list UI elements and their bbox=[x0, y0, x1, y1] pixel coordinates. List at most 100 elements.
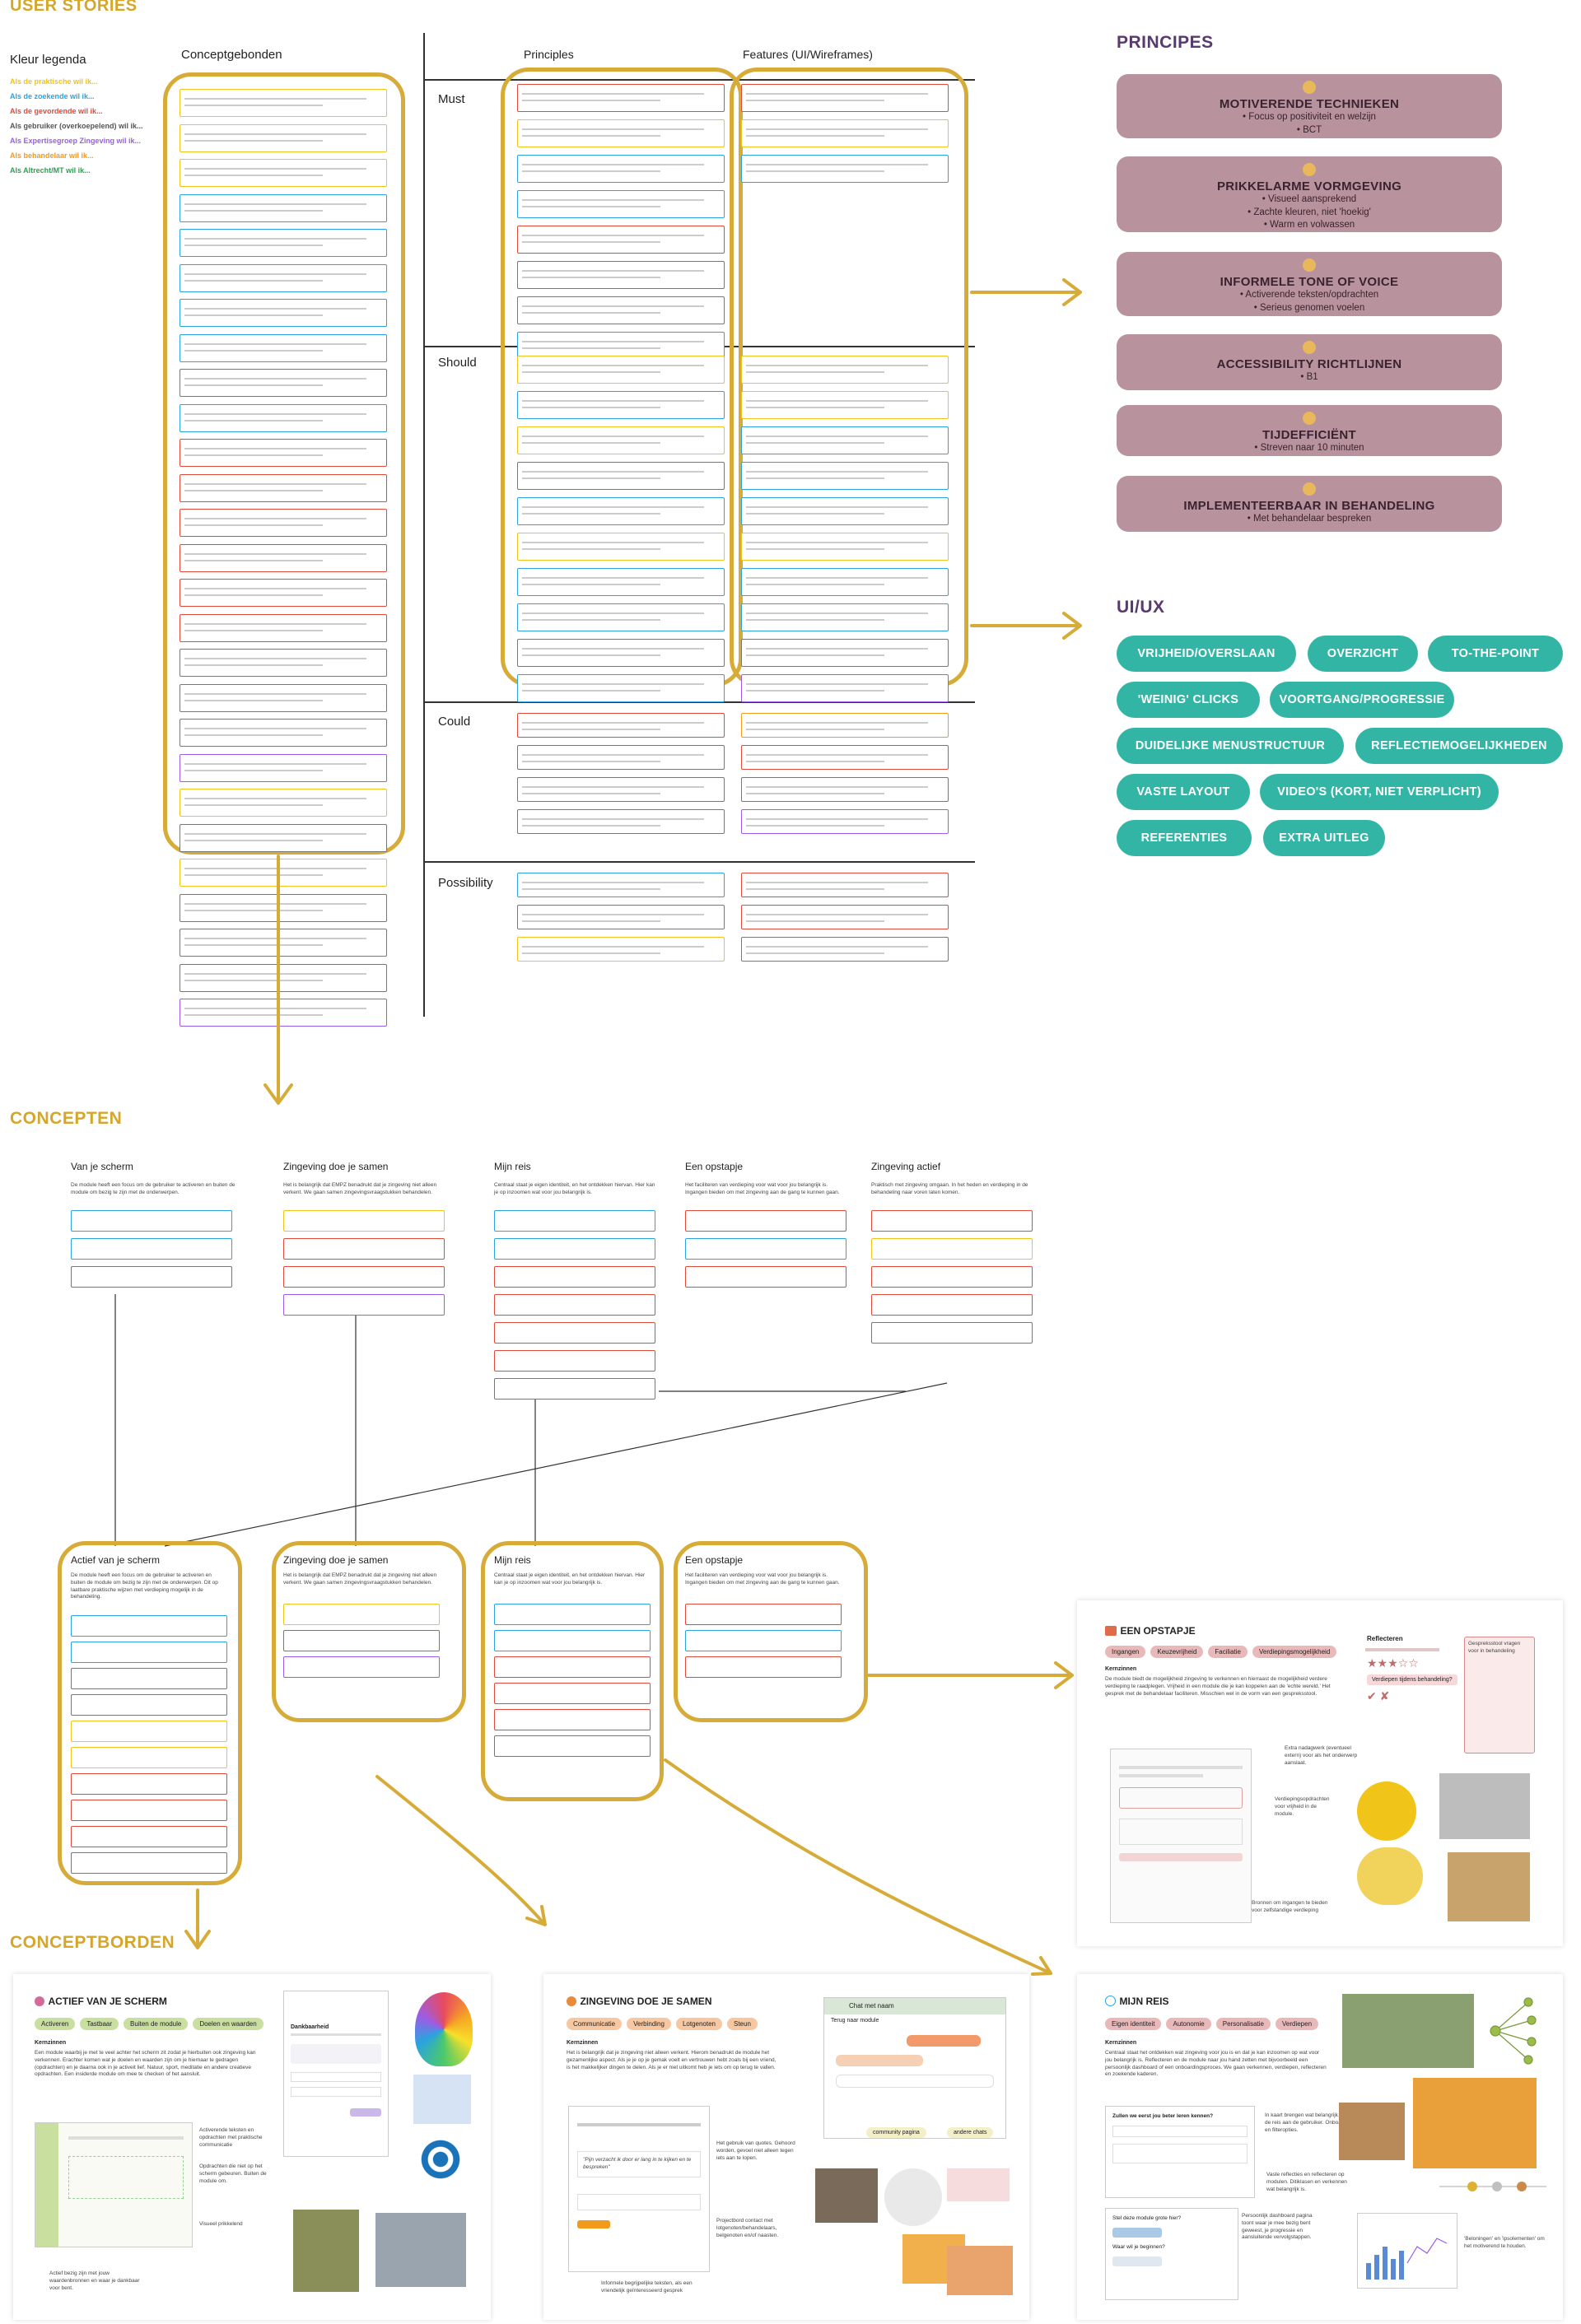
concept-card bbox=[494, 1709, 651, 1730]
mindmap-image bbox=[1479, 1994, 1545, 2068]
uiux-pill: EXTRA UITLEG bbox=[1263, 820, 1385, 856]
user-story-card bbox=[741, 119, 949, 147]
concept-card bbox=[71, 1668, 227, 1689]
board-zingeving-andere[interactable]: andere chats bbox=[947, 2127, 994, 2138]
uiux-pill: VRIJHEID/OVERSLAAN bbox=[1117, 636, 1296, 672]
hands-icon bbox=[567, 1996, 576, 2006]
concept-card bbox=[71, 1615, 227, 1637]
user-story-card bbox=[180, 929, 387, 957]
row-could: Could bbox=[438, 715, 471, 729]
principle-card: ACCESSIBILITY RICHTLIJNEN• B1 bbox=[1117, 334, 1502, 390]
principle-title: IMPLEMENTEERBAAR IN BEHANDELING bbox=[1183, 499, 1435, 513]
check-cross-icon[interactable]: ✔ ✘ bbox=[1367, 1689, 1390, 1702]
concept-card bbox=[71, 1721, 227, 1742]
concept-card bbox=[283, 1266, 445, 1288]
board-tag: Personalisatie bbox=[1215, 2018, 1271, 2030]
concept-description: Het faciliteren van verdieping voor wat … bbox=[685, 1572, 840, 1586]
board-zingeving-back[interactable]: Terug naar module bbox=[831, 2018, 879, 2024]
concept-card bbox=[494, 1238, 655, 1260]
concept-description: Centraal staat je eigen identiteit, en h… bbox=[494, 1182, 655, 1195]
concept-card bbox=[283, 1294, 445, 1316]
user-story-card bbox=[180, 229, 387, 257]
concept-card bbox=[494, 1683, 651, 1704]
concept-card bbox=[685, 1630, 842, 1651]
principes-title: PRINCIPES bbox=[1117, 33, 1214, 52]
opstapje-wireframe bbox=[1110, 1749, 1252, 1923]
concept-card bbox=[685, 1210, 846, 1232]
board-opstapje-header: EEN OPSTAPJE bbox=[1105, 1623, 1196, 1638]
user-story-card bbox=[180, 299, 387, 327]
user-story-card bbox=[517, 905, 725, 929]
board-tag: Verbinding bbox=[627, 2018, 671, 2030]
concept-card bbox=[283, 1630, 440, 1651]
board-reis-note4: 'Beloningen' en 'ipsolementen' om het mo… bbox=[1464, 2236, 1545, 2249]
user-story-card bbox=[741, 674, 949, 702]
concept-card bbox=[71, 1238, 232, 1260]
user-story-card bbox=[180, 473, 387, 502]
network-image bbox=[884, 2168, 942, 2226]
monitor-icon bbox=[1303, 482, 1316, 496]
chat-wireframe: Chat met naam Terug naar module bbox=[823, 1997, 1006, 2139]
user-story-card bbox=[180, 263, 387, 292]
user-story-card bbox=[517, 568, 725, 596]
zingeving-wireframe: "Pijn verzacht ik door er lang in te kij… bbox=[568, 2106, 710, 2272]
user-story-card bbox=[180, 789, 387, 817]
board-actief-note1: Activerende teksten en opdrachten met pr… bbox=[199, 2127, 263, 2148]
board-tag: Ingangen bbox=[1105, 1646, 1146, 1658]
lightbulb-image bbox=[1357, 1781, 1416, 1841]
user-story-card bbox=[517, 226, 725, 254]
user-story-card bbox=[741, 84, 949, 112]
hands-image bbox=[815, 2168, 878, 2223]
user-story-card bbox=[180, 369, 387, 397]
concept-card bbox=[685, 1266, 846, 1288]
board-zingeving-community[interactable]: community pagina bbox=[866, 2127, 926, 2138]
board-actief-note4: Actief bezig zijn met jouw waardenbronne… bbox=[49, 2270, 140, 2291]
board-opstapje-note1: Extra nadagwerk (eventueel extern) voor … bbox=[1285, 1745, 1358, 1766]
user-story-card bbox=[741, 391, 949, 419]
user-story-card bbox=[517, 155, 725, 183]
board-zingeving-title: ZINGEVING DOE JE SAMEN bbox=[580, 1996, 712, 2007]
clock-icon bbox=[1303, 412, 1316, 425]
board-reis-note1: In kaart brengen wat belangrijk is in de… bbox=[1265, 2112, 1354, 2133]
user-story-card bbox=[180, 859, 387, 887]
concepten-title: CONCEPTEN bbox=[10, 1109, 123, 1128]
medals-image bbox=[1439, 2178, 1546, 2195]
concept-card bbox=[685, 1604, 842, 1625]
user-story-card bbox=[517, 533, 725, 561]
user-story-card bbox=[741, 568, 949, 596]
principle-subtext: • Warm en volwassen bbox=[1263, 220, 1355, 231]
landscape-image bbox=[1342, 1994, 1474, 2068]
user-story-card bbox=[180, 613, 387, 642]
uiux-pill: REFLECTIEMOGELIJKHEDEN bbox=[1355, 728, 1563, 764]
uiux-pill: OVERZICHT bbox=[1308, 636, 1418, 672]
concept-frame-reis bbox=[481, 1541, 664, 1801]
column-conceptgebonden: Conceptgebonden bbox=[181, 48, 282, 62]
concept-card bbox=[494, 1266, 655, 1288]
board-zingeving-note3: Informele begrijpelijke teksten, als een… bbox=[601, 2280, 693, 2294]
user-story-card bbox=[741, 462, 949, 490]
user-story-card bbox=[517, 261, 725, 289]
legend-item: Als de zoekende wil ik... bbox=[10, 92, 95, 100]
user-story-card bbox=[741, 777, 949, 802]
user-story-card bbox=[517, 937, 725, 962]
user-story-card bbox=[517, 873, 725, 897]
target-icon bbox=[1303, 81, 1316, 94]
star-rating-icon[interactable]: ★★★☆☆ bbox=[1367, 1656, 1419, 1670]
principle-card: IMPLEMENTEERBAAR IN BEHANDELING• Met beh… bbox=[1117, 476, 1502, 532]
concept-card bbox=[71, 1773, 227, 1795]
concept-title: Mijn reis bbox=[494, 1554, 531, 1566]
user-story-card bbox=[741, 497, 949, 525]
principle-subtext: • Visueel aansprekend bbox=[1262, 194, 1357, 204]
concept-card bbox=[71, 1642, 227, 1663]
user-story-card bbox=[741, 155, 949, 183]
board-reis-kern-label: Kernzinnen bbox=[1105, 2040, 1137, 2046]
uiux-pill: VIDEO'S (KORT, NIET VERPLICHT) bbox=[1260, 774, 1499, 810]
principle-card: INFORMELE TONE OF VOICE• Activerende tek… bbox=[1117, 252, 1502, 316]
user-story-card bbox=[180, 123, 387, 152]
concept-card bbox=[871, 1294, 1033, 1316]
concept-card bbox=[871, 1322, 1033, 1344]
runner-image bbox=[413, 2075, 471, 2124]
board-reis-note3: Persoonlijk dashboard pagina toont waar … bbox=[1242, 2213, 1313, 2241]
